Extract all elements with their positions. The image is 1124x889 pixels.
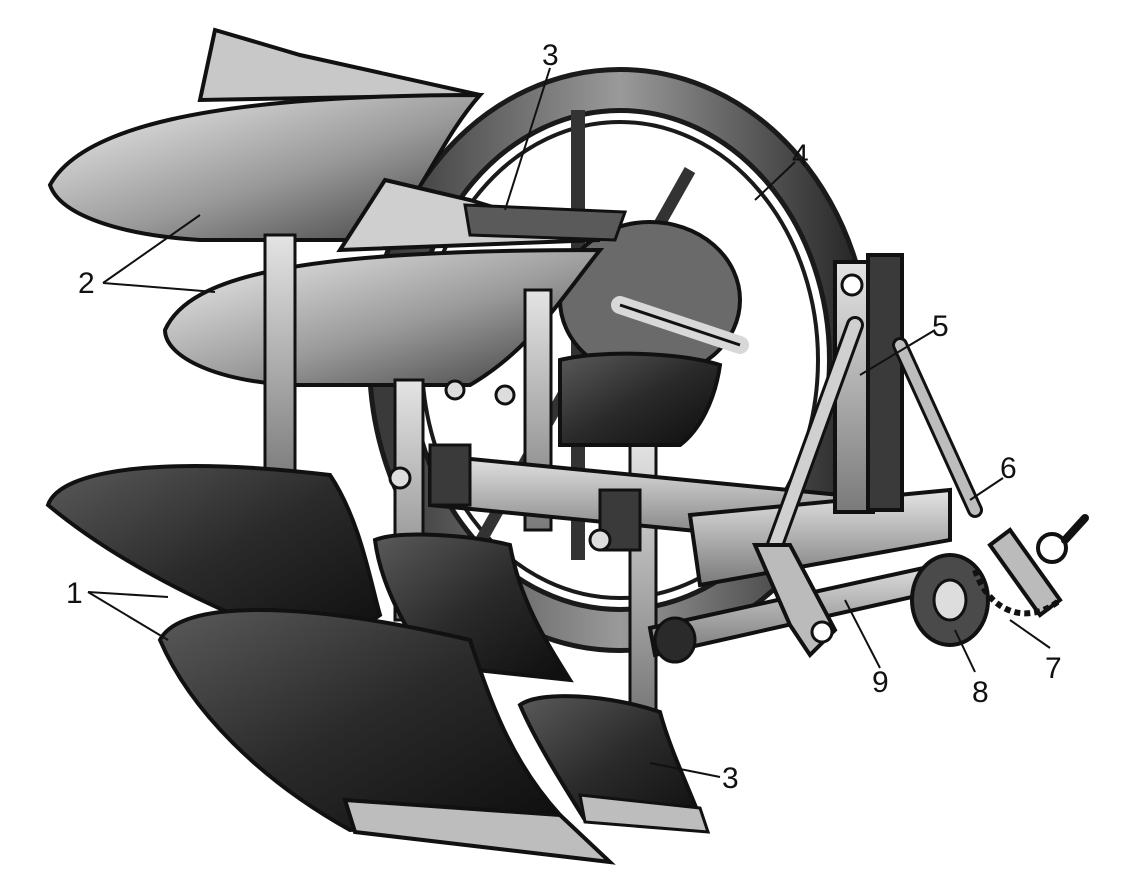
leader-5 [859, 329, 936, 376]
leader-9 [844, 599, 881, 669]
lower-mouldboards [45, 351, 723, 865]
callout-4: 4 [792, 139, 809, 172]
callout-6: 6 [1000, 452, 1017, 485]
callout-3-bottom: 3 [722, 762, 739, 795]
callout-9: 9 [872, 666, 889, 699]
leader-4 [754, 161, 796, 201]
leader-6 [969, 477, 1004, 501]
leader-1b [87, 591, 169, 641]
leader-3-top [504, 67, 551, 211]
callout-3-top: 3 [542, 39, 559, 72]
drive-mechanism [647, 514, 1089, 664]
callout-8: 8 [972, 676, 989, 709]
callout-2: 2 [78, 267, 95, 300]
callout-5: 5 [932, 310, 949, 343]
hitch-mast [766, 253, 983, 554]
callout-1: 1 [66, 577, 83, 610]
leader-lines [87, 67, 1051, 778]
leader-2b [102, 282, 216, 293]
callout-7: 7 [1045, 652, 1062, 685]
leader-1a [87, 591, 169, 598]
leader-3-bottom [649, 762, 721, 778]
callout-labels: 1 2 3 3 4 5 6 7 8 9 [66, 39, 1062, 795]
leader-2a [102, 214, 201, 284]
leader-8 [954, 629, 976, 673]
leader-7 [1009, 619, 1051, 649]
